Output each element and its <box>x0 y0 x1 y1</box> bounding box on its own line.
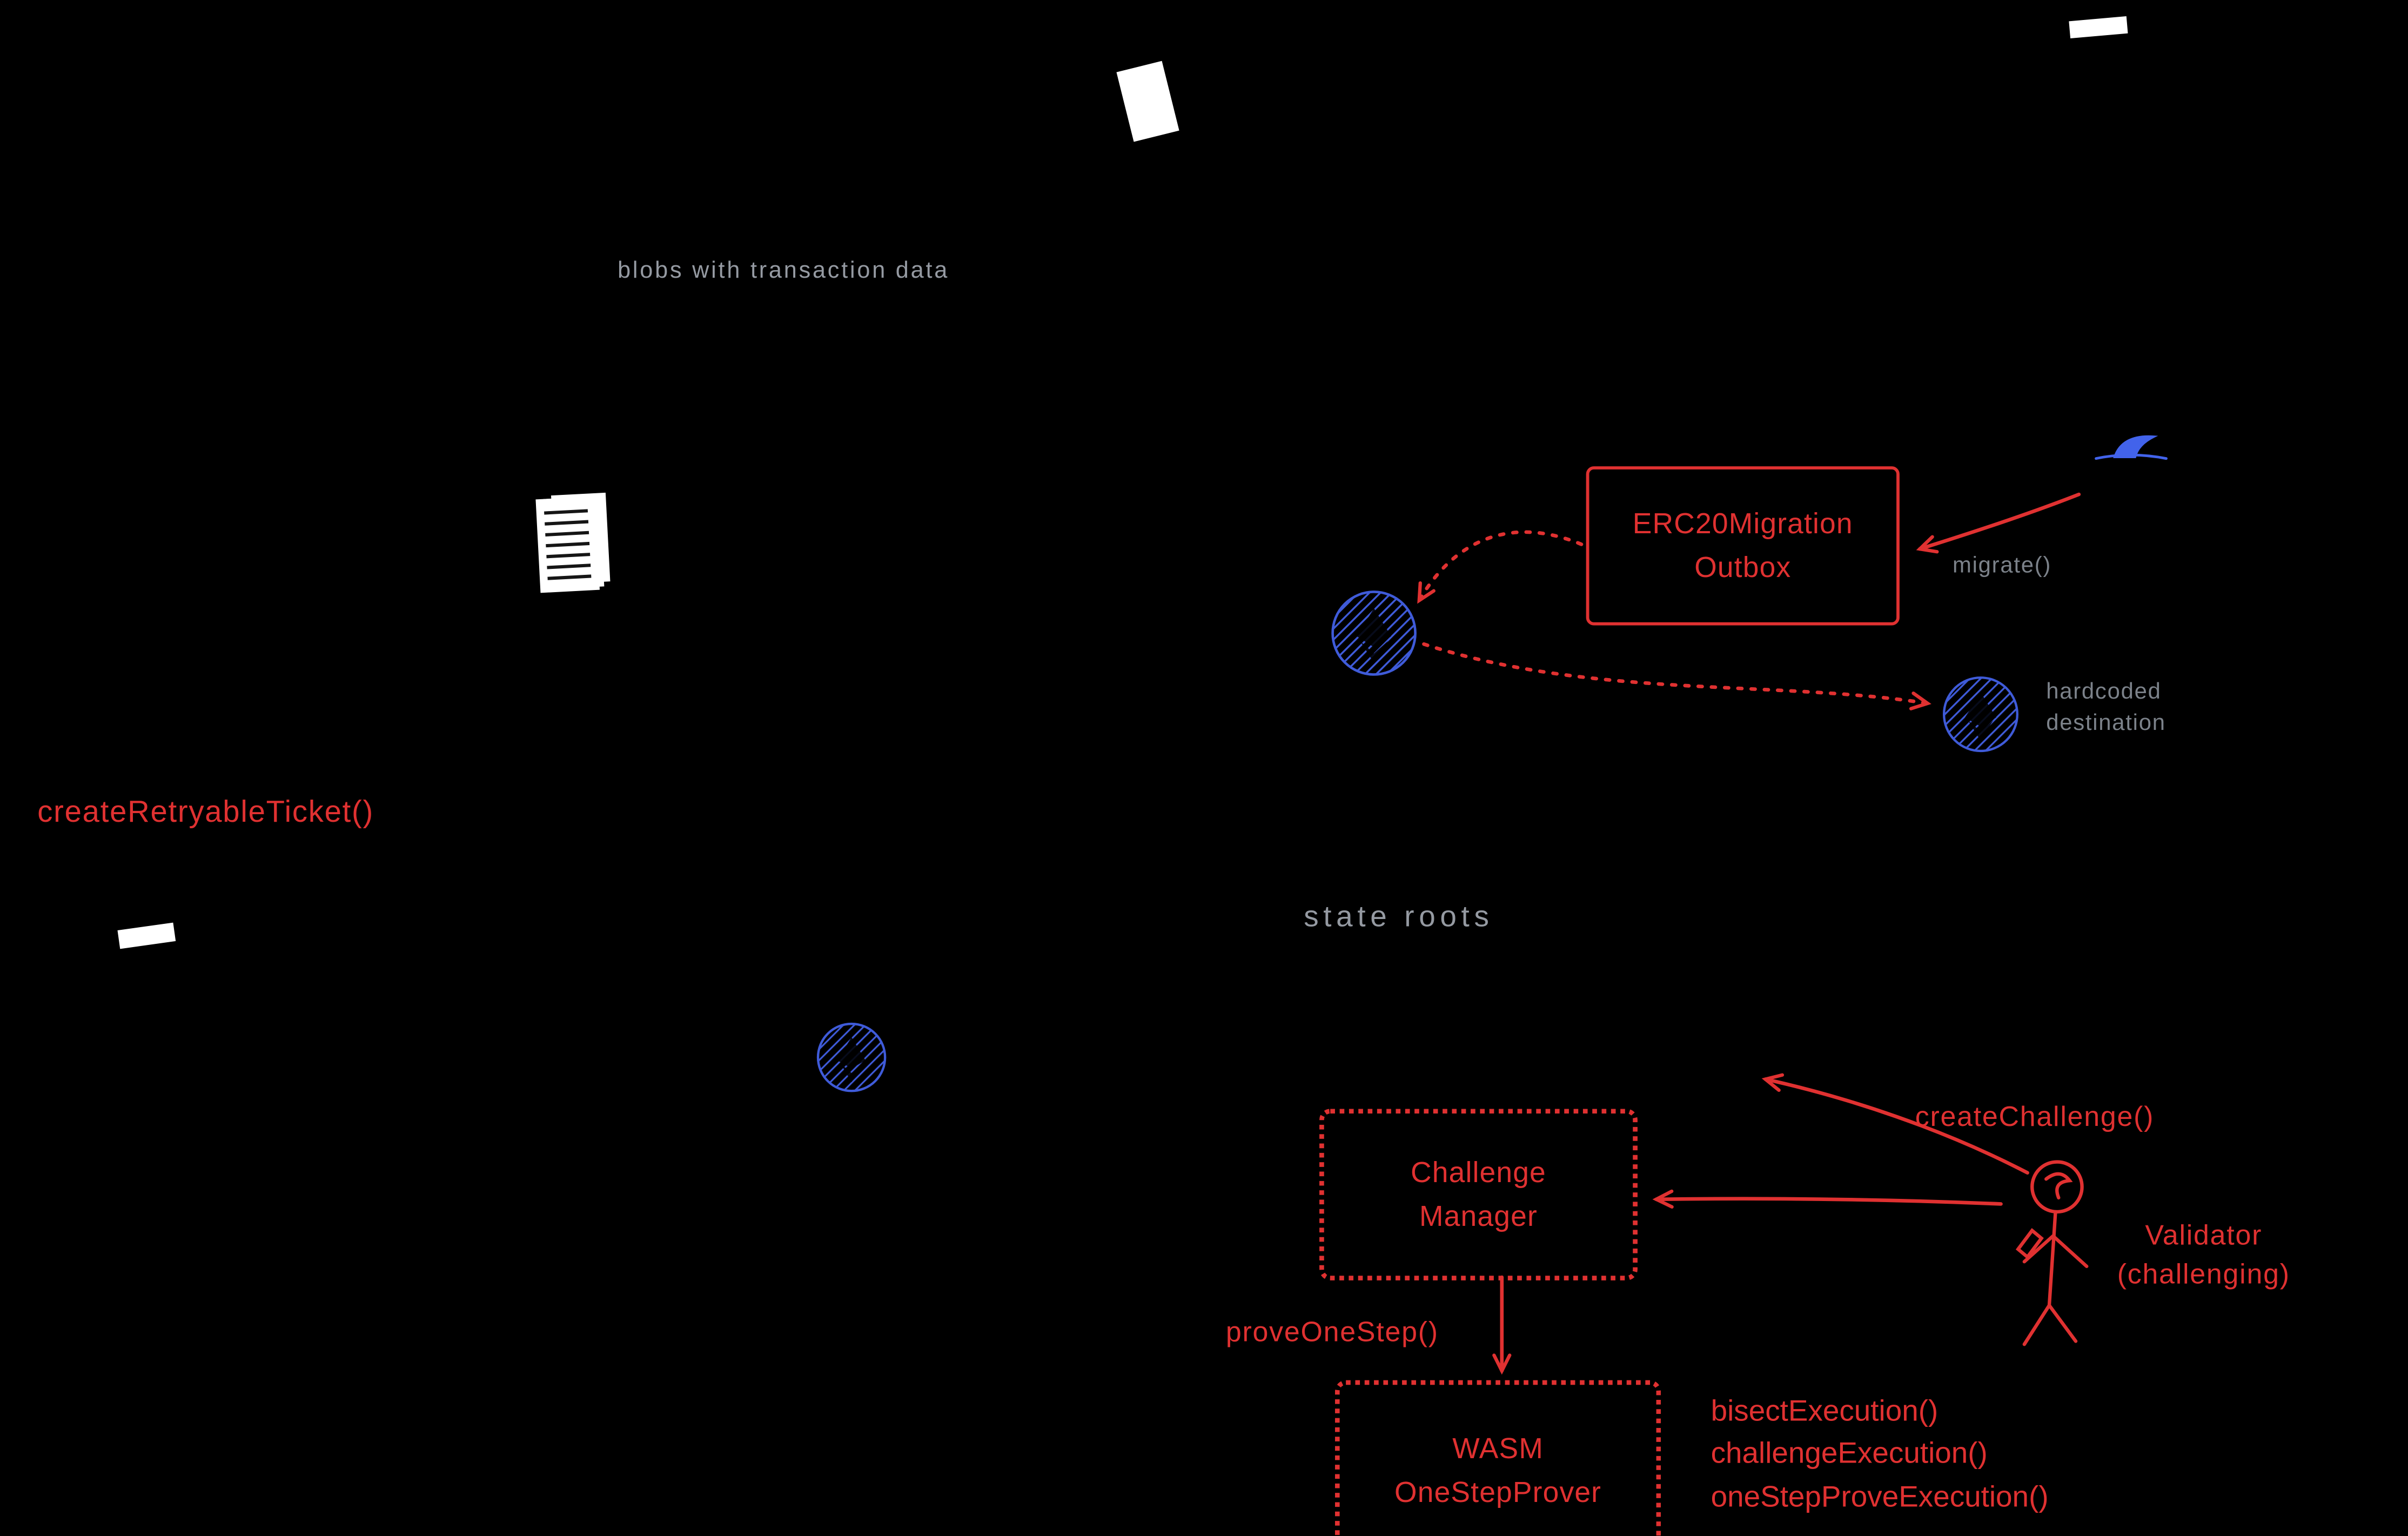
validator-to-challenge-manager-arrow <box>1652 1189 2003 1209</box>
erc20-migration-outbox-node: ERC20Migration Outbox <box>1586 466 1900 626</box>
outbox-to-eth-arrow <box>1417 530 1584 604</box>
create-challenge-label: createChallenge() <box>1915 1101 2155 1132</box>
one-step-prove-execution-label: oneStepProveExecution() <box>1711 1481 2049 1514</box>
eth-token-icon <box>1331 591 1417 676</box>
create-challenge-arrow <box>1761 1073 2029 1175</box>
fin-icon <box>2095 435 2168 460</box>
document-icon <box>535 492 611 593</box>
blobs-label: blobs with transaction data <box>618 257 950 284</box>
challenge-manager-node: Challenge Manager <box>1319 1109 1638 1280</box>
state-roots-label: state roots <box>1304 901 1494 935</box>
migrate-arrow <box>1916 492 2081 554</box>
challenge-execution-label: challengeExecution() <box>1711 1438 1988 1472</box>
prove-one-step-label: proveOneStep() <box>1225 1316 1439 1348</box>
eth-token-icon <box>816 1022 887 1092</box>
create-retryable-ticket-label: createRetryableTicket() <box>37 795 374 830</box>
validator-challenging-label: Validator (challenging) <box>2117 1219 2290 1290</box>
migrate-label: migrate() <box>1953 553 2052 579</box>
eth-token-icon <box>1942 676 2018 753</box>
challenge-calls-list: bisectExecution() challengeExecution() o… <box>1711 1391 2049 1519</box>
hardcoded-destination-label: hardcoded destination <box>2046 680 2166 737</box>
eth-to-hardcoded-destination-arrow <box>1422 642 1931 710</box>
bisect-execution-label: bisectExecution() <box>1711 1396 1939 1429</box>
wasm-one-step-prover-node: WASM OneStepProver <box>1334 1380 1661 1536</box>
stick-figure-icon <box>2015 1160 2089 1346</box>
